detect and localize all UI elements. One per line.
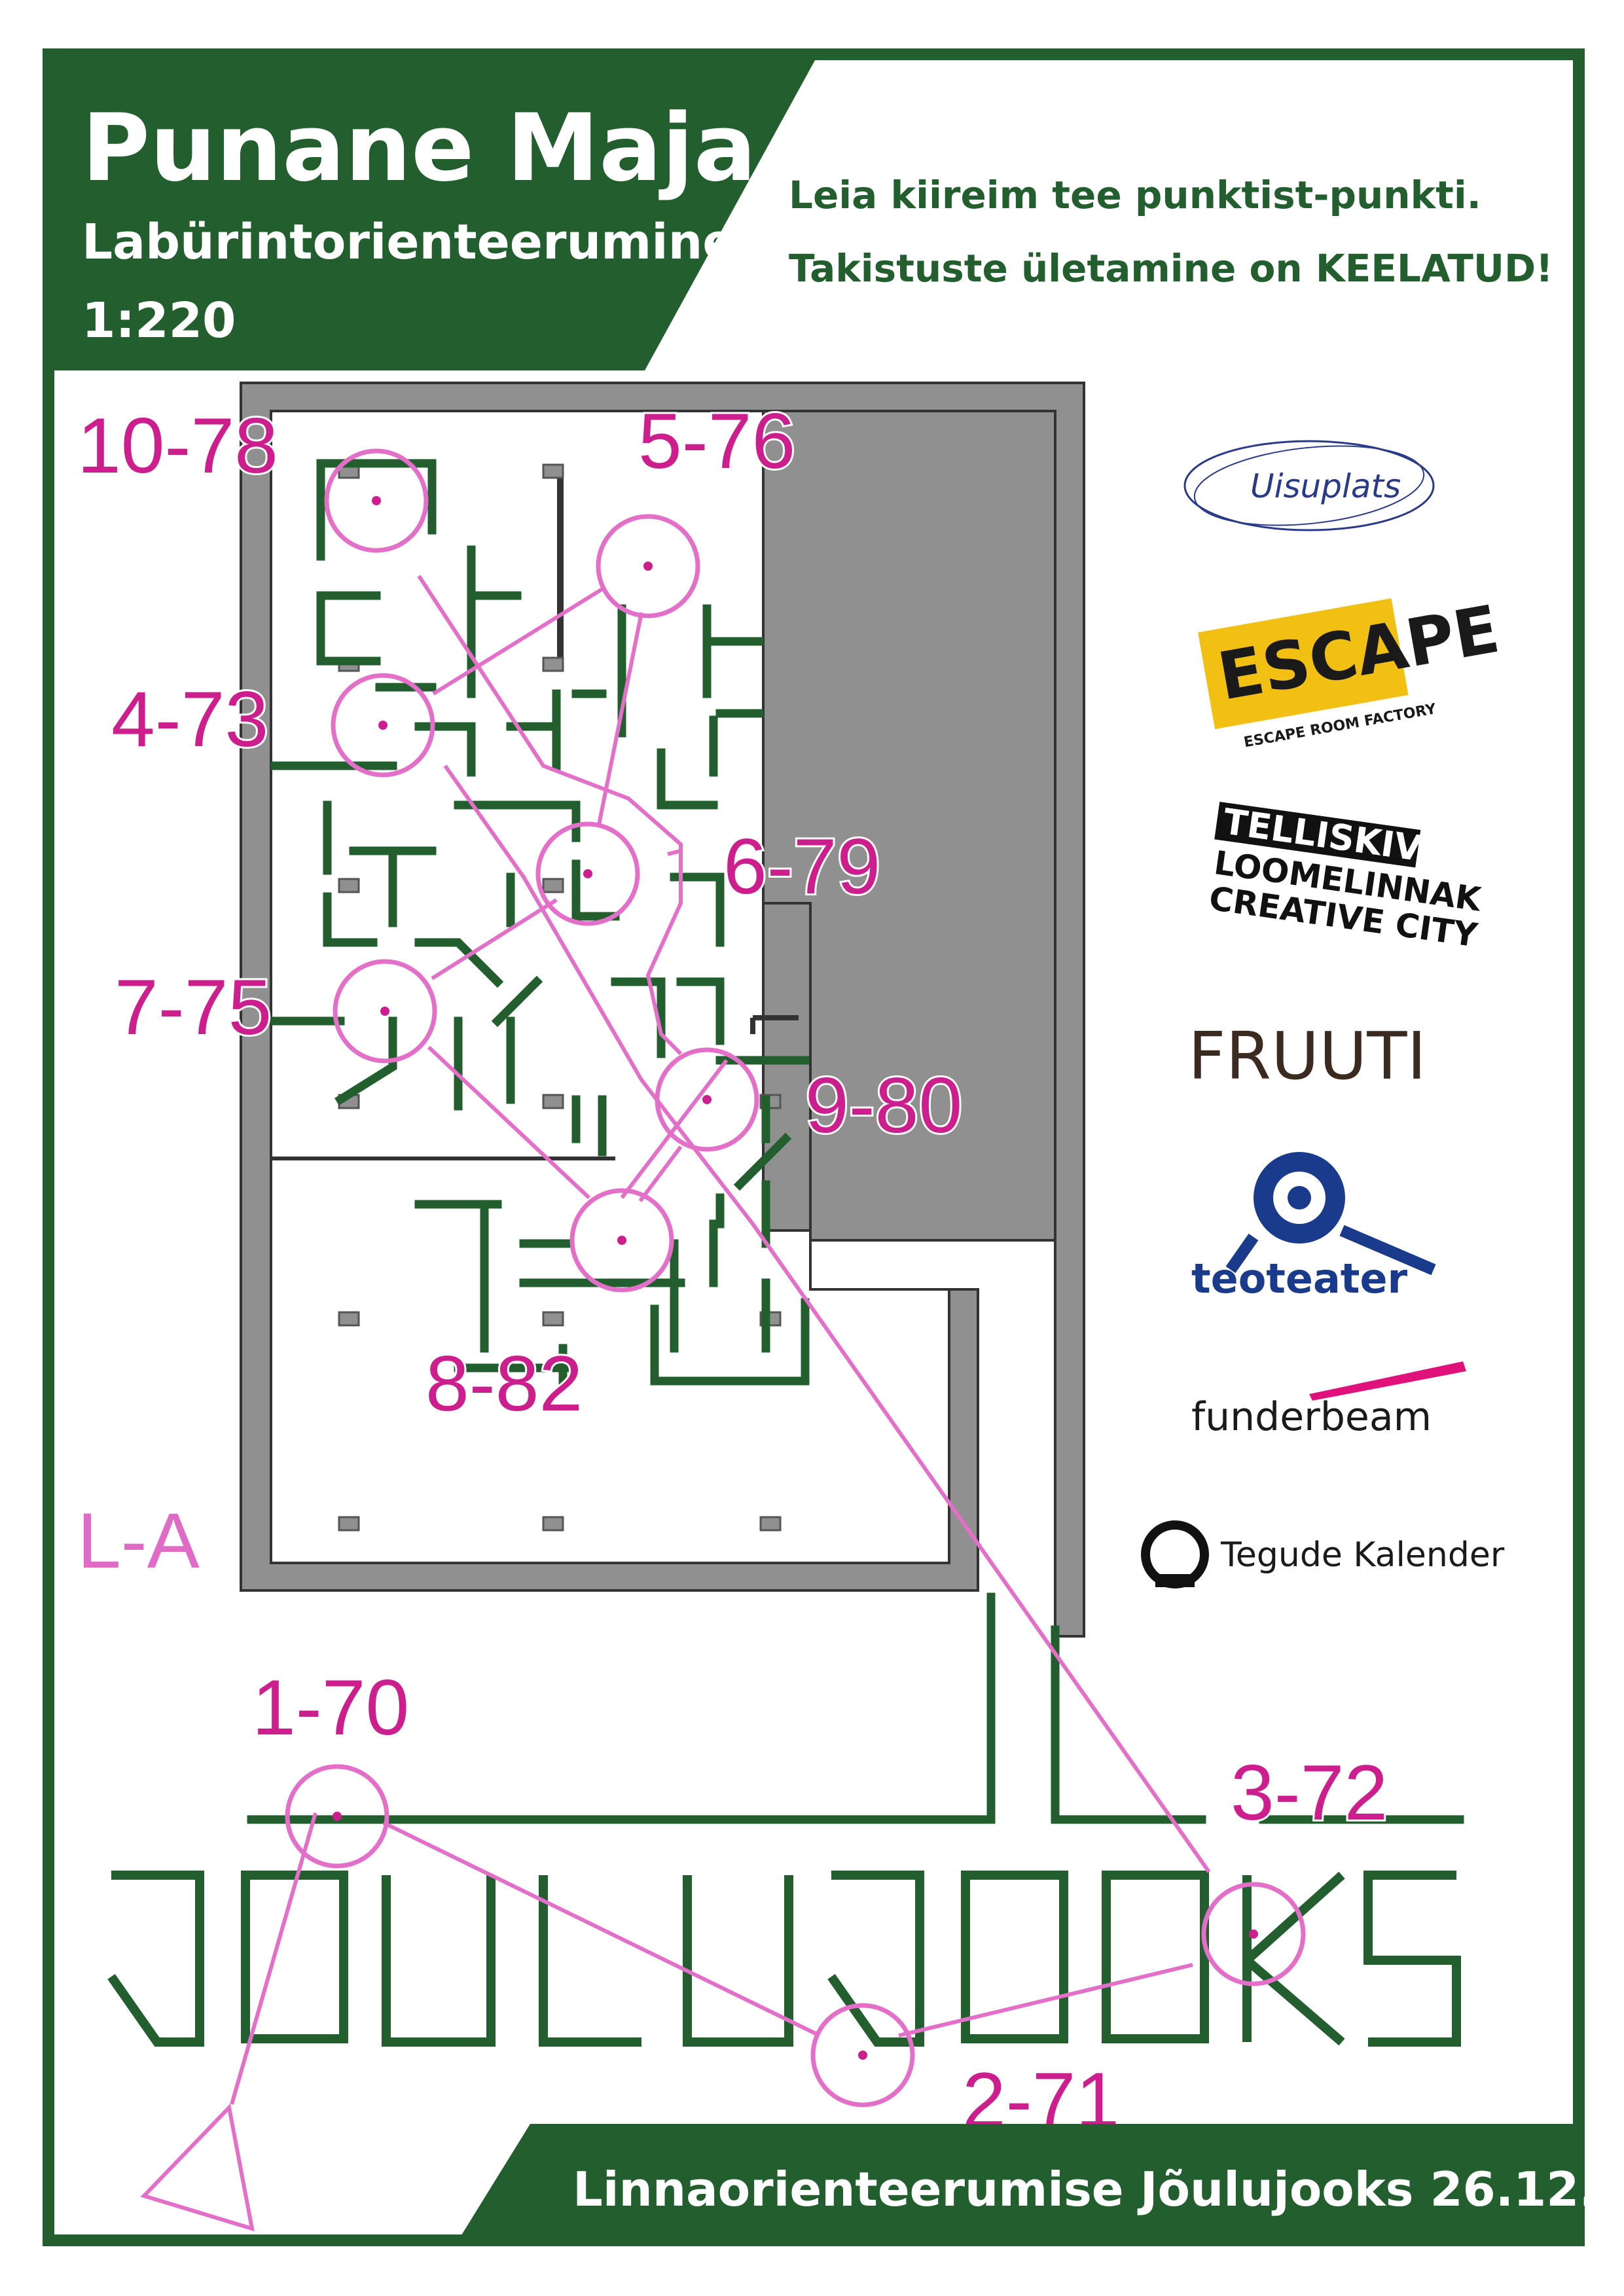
outdoor-lines [247, 1592, 1464, 1824]
control-dots [333, 496, 1258, 2060]
control-circles [285, 448, 1306, 2108]
control-circle-10 [324, 448, 429, 553]
svg-text:funderbeam: funderbeam [1191, 1394, 1432, 1440]
map-title: Punane Maja [82, 94, 757, 202]
control-label-9: 9-80 [805, 1062, 962, 1149]
map-scale: 1:220 [82, 293, 236, 349]
control-circle-5 [596, 514, 700, 619]
footer-banner [458, 2124, 1579, 2240]
teoteater-logo: teoteater [1191, 1152, 1436, 1302]
control-label-8: 8-82 [425, 1340, 583, 1427]
control-circle-1 [285, 1764, 389, 1869]
map-subtitle: Labürintorienteerumine [82, 214, 736, 270]
control-circle-9 [655, 1047, 759, 1152]
control-label-7: 7-75 [115, 963, 272, 1051]
control-circle-2 [810, 2003, 915, 2108]
control-circle-7 [333, 959, 437, 1064]
svg-text:Tegude Kalender: Tegude Kalender [1220, 1535, 1505, 1575]
svg-text:Uisuplats: Uisuplats [1250, 467, 1401, 505]
control-label-6: 6-79 [723, 823, 880, 910]
fruuti-logo: FRUUTI [1188, 1018, 1426, 1094]
control-label-3: 3-72 [1231, 1749, 1388, 1837]
joulujooks-text [107, 1871, 1461, 2047]
control-circle-8 [569, 1188, 674, 1293]
telliskivi-logo: TELLISKIVI LOOMELINNAK CREATIVE CITY [1207, 800, 1485, 954]
rule-line-1: Leia kiireim tee punktist-punkti. [789, 173, 1481, 217]
control-circle-6 [535, 821, 640, 926]
rule-line-2: Takistuste ületamine on KEELATUD! [789, 246, 1553, 291]
control-circle-4 [331, 673, 435, 778]
control-circle-3 [1201, 1882, 1306, 1986]
tegude-kalender-logo: Tegude Kalender [1141, 1520, 1505, 1588]
footer-text: Linnaorienteerumise Jõulujooks 26.12.201… [573, 2162, 1624, 2217]
escape-logo: ESCAPE ESCAPE ROOM FACTORY [1198, 590, 1505, 751]
route-lines [230, 575, 1211, 2105]
control-label-4: 4-73 [111, 675, 268, 763]
sponsors: Uisuplats ESCAPE ESCAPE ROOM FACTORY TEL… [1141, 440, 1505, 1588]
uisuplats-logo: Uisuplats [1183, 440, 1435, 531]
start-triangle [140, 2103, 255, 2232]
control-label-5: 5-76 [638, 397, 795, 485]
building-walls [240, 382, 1085, 1638]
funderbeam-logo: funderbeam [1191, 1361, 1466, 1440]
start-label: L-A [77, 1497, 200, 1585]
control-label-10: 10-78 [77, 402, 278, 490]
svg-text:teoteater: teoteater [1191, 1255, 1407, 1302]
control-label-1: 1-70 [252, 1664, 409, 1751]
header-banner [48, 54, 818, 370]
